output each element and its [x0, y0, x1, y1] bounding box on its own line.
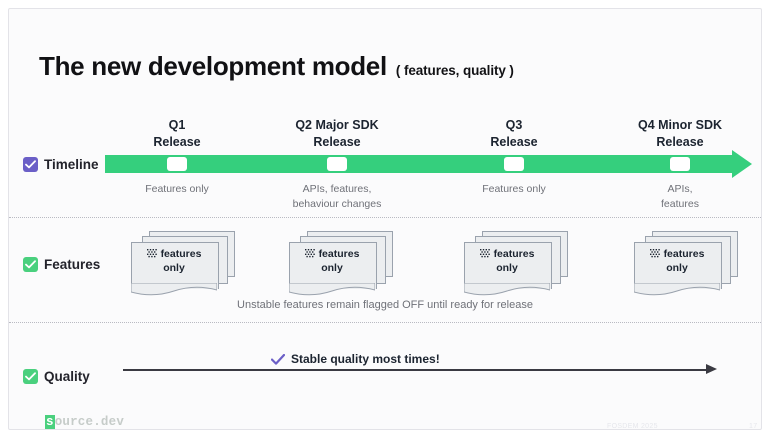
timeline-arrow-icon — [732, 150, 752, 178]
timeline-heading-q1: Q1 Release — [92, 117, 262, 151]
card-curl — [131, 283, 217, 296]
timeline-note-q2-line1: APIs, features, — [302, 183, 372, 195]
features-caption: Unstable features remain flagged OFF unt… — [237, 299, 533, 311]
card-sheet-front — [634, 242, 722, 289]
feature-card-line1: features — [318, 248, 360, 260]
logo-rest: ource.dev — [54, 415, 125, 429]
check-icon — [271, 353, 285, 365]
feature-card-label-q4: features only — [634, 247, 720, 275]
timeline-note-q4: APIs, features — [595, 182, 761, 211]
feature-card-line2: only — [321, 262, 343, 275]
timeline-heading-q1-line2: Release — [153, 134, 201, 149]
feature-card-line2: only — [496, 262, 518, 275]
row-label-quality: Quality — [23, 369, 90, 384]
row-label-quality-text: Quality — [44, 369, 90, 384]
timeline-heading-q2: Q2 Major SDK Release — [252, 117, 422, 151]
quality-arrow-line — [123, 369, 708, 371]
feature-card-stack-q3[interactable]: features only — [464, 231, 568, 296]
logo-highlight: s — [45, 415, 55, 429]
quality-badge-text: Stable quality most times! — [291, 352, 440, 366]
row-label-timeline-text: Timeline — [44, 157, 99, 172]
row-label-features-text: Features — [44, 257, 101, 272]
feature-card-label-q1: features only — [131, 247, 217, 275]
timeline-marker-q1[interactable] — [167, 157, 187, 171]
timeline-heading-q3-line2: Release — [490, 134, 538, 149]
timeline-note-q1: Features only — [92, 182, 262, 197]
timeline-note-q4-line1: APIs, — [667, 183, 693, 195]
timeline-heading-q4-line2: Release — [656, 134, 704, 149]
timeline-heading-q2-line2: Release — [313, 134, 361, 149]
features-checkbox[interactable] — [23, 257, 38, 272]
timeline-note-q4-line2: features — [661, 197, 699, 210]
timeline-marker-q3[interactable] — [504, 157, 524, 171]
check-icon — [25, 260, 36, 269]
timeline-heading-q3-line1: Q3 — [505, 118, 523, 132]
grid-dots-icon — [304, 249, 315, 258]
timeline-checkbox[interactable] — [23, 157, 38, 172]
feature-card-stack-q1[interactable]: features only — [131, 231, 235, 296]
timeline-note-q1-line1: Features only — [145, 183, 209, 195]
feature-card-line2: only — [666, 262, 688, 275]
card-sheet-front — [464, 242, 552, 289]
logo-source-dev[interactable]: source.dev — [45, 415, 124, 429]
timeline-bar — [105, 155, 733, 173]
timeline-note-q2-line2: behaviour changes — [292, 197, 382, 210]
card-curl — [634, 283, 720, 296]
timeline-heading-q1-line1: Q1 — [168, 118, 186, 132]
timeline-note-q3-line1: Features only — [482, 183, 546, 195]
feature-card-line2: only — [163, 262, 185, 275]
quality-badge: Stable quality most times! — [271, 352, 440, 366]
timeline-heading-q3: Q3 Release — [429, 117, 599, 151]
footer-page-number: 17 — [749, 423, 758, 430]
divider-features-quality — [9, 322, 761, 323]
feature-card-line1: features — [663, 248, 705, 260]
timeline-note-q2: APIs, features, behaviour changes — [252, 182, 422, 211]
card-curl — [464, 283, 550, 296]
quality-checkbox[interactable] — [23, 369, 38, 384]
grid-dots-icon — [649, 249, 660, 258]
feature-card-stack-q2[interactable]: features only — [289, 231, 393, 296]
row-label-timeline: Timeline — [23, 157, 99, 172]
page-title: The new development model ( features, qu… — [39, 51, 514, 82]
row-label-features: Features — [23, 257, 100, 272]
timeline-note-q3: Features only — [429, 182, 599, 197]
title-main: The new development model — [39, 51, 387, 81]
feature-card-label-q2: features only — [289, 247, 375, 275]
check-icon — [25, 160, 36, 169]
timeline-heading-q4: Q4 Minor SDK Release — [595, 117, 761, 151]
divider-timeline-features — [9, 217, 761, 218]
title-subtitle: ( features, quality ) — [395, 63, 514, 78]
card-sheet-front — [289, 242, 377, 289]
card-curl — [289, 283, 375, 296]
grid-dots-icon — [479, 249, 490, 258]
check-icon — [25, 372, 36, 381]
feature-card-line1: features — [493, 248, 535, 260]
feature-card-label-q3: features only — [464, 247, 550, 275]
grid-dots-icon — [146, 249, 157, 258]
quality-arrow-head-icon — [706, 364, 717, 374]
timeline-marker-q4[interactable] — [670, 157, 690, 171]
footer-event: FOSDEM 2025 — [607, 423, 658, 430]
feature-card-line1: features — [160, 248, 202, 260]
timeline-marker-q2[interactable] — [327, 157, 347, 171]
feature-card-stack-q4[interactable]: features only — [634, 231, 738, 296]
card-sheet-front — [131, 242, 219, 289]
slide: The new development model ( features, qu… — [8, 8, 762, 430]
timeline-heading-q2-line1: Q2 Major SDK — [295, 118, 379, 132]
timeline-heading-q4-line1: Q4 Minor SDK — [637, 118, 723, 132]
